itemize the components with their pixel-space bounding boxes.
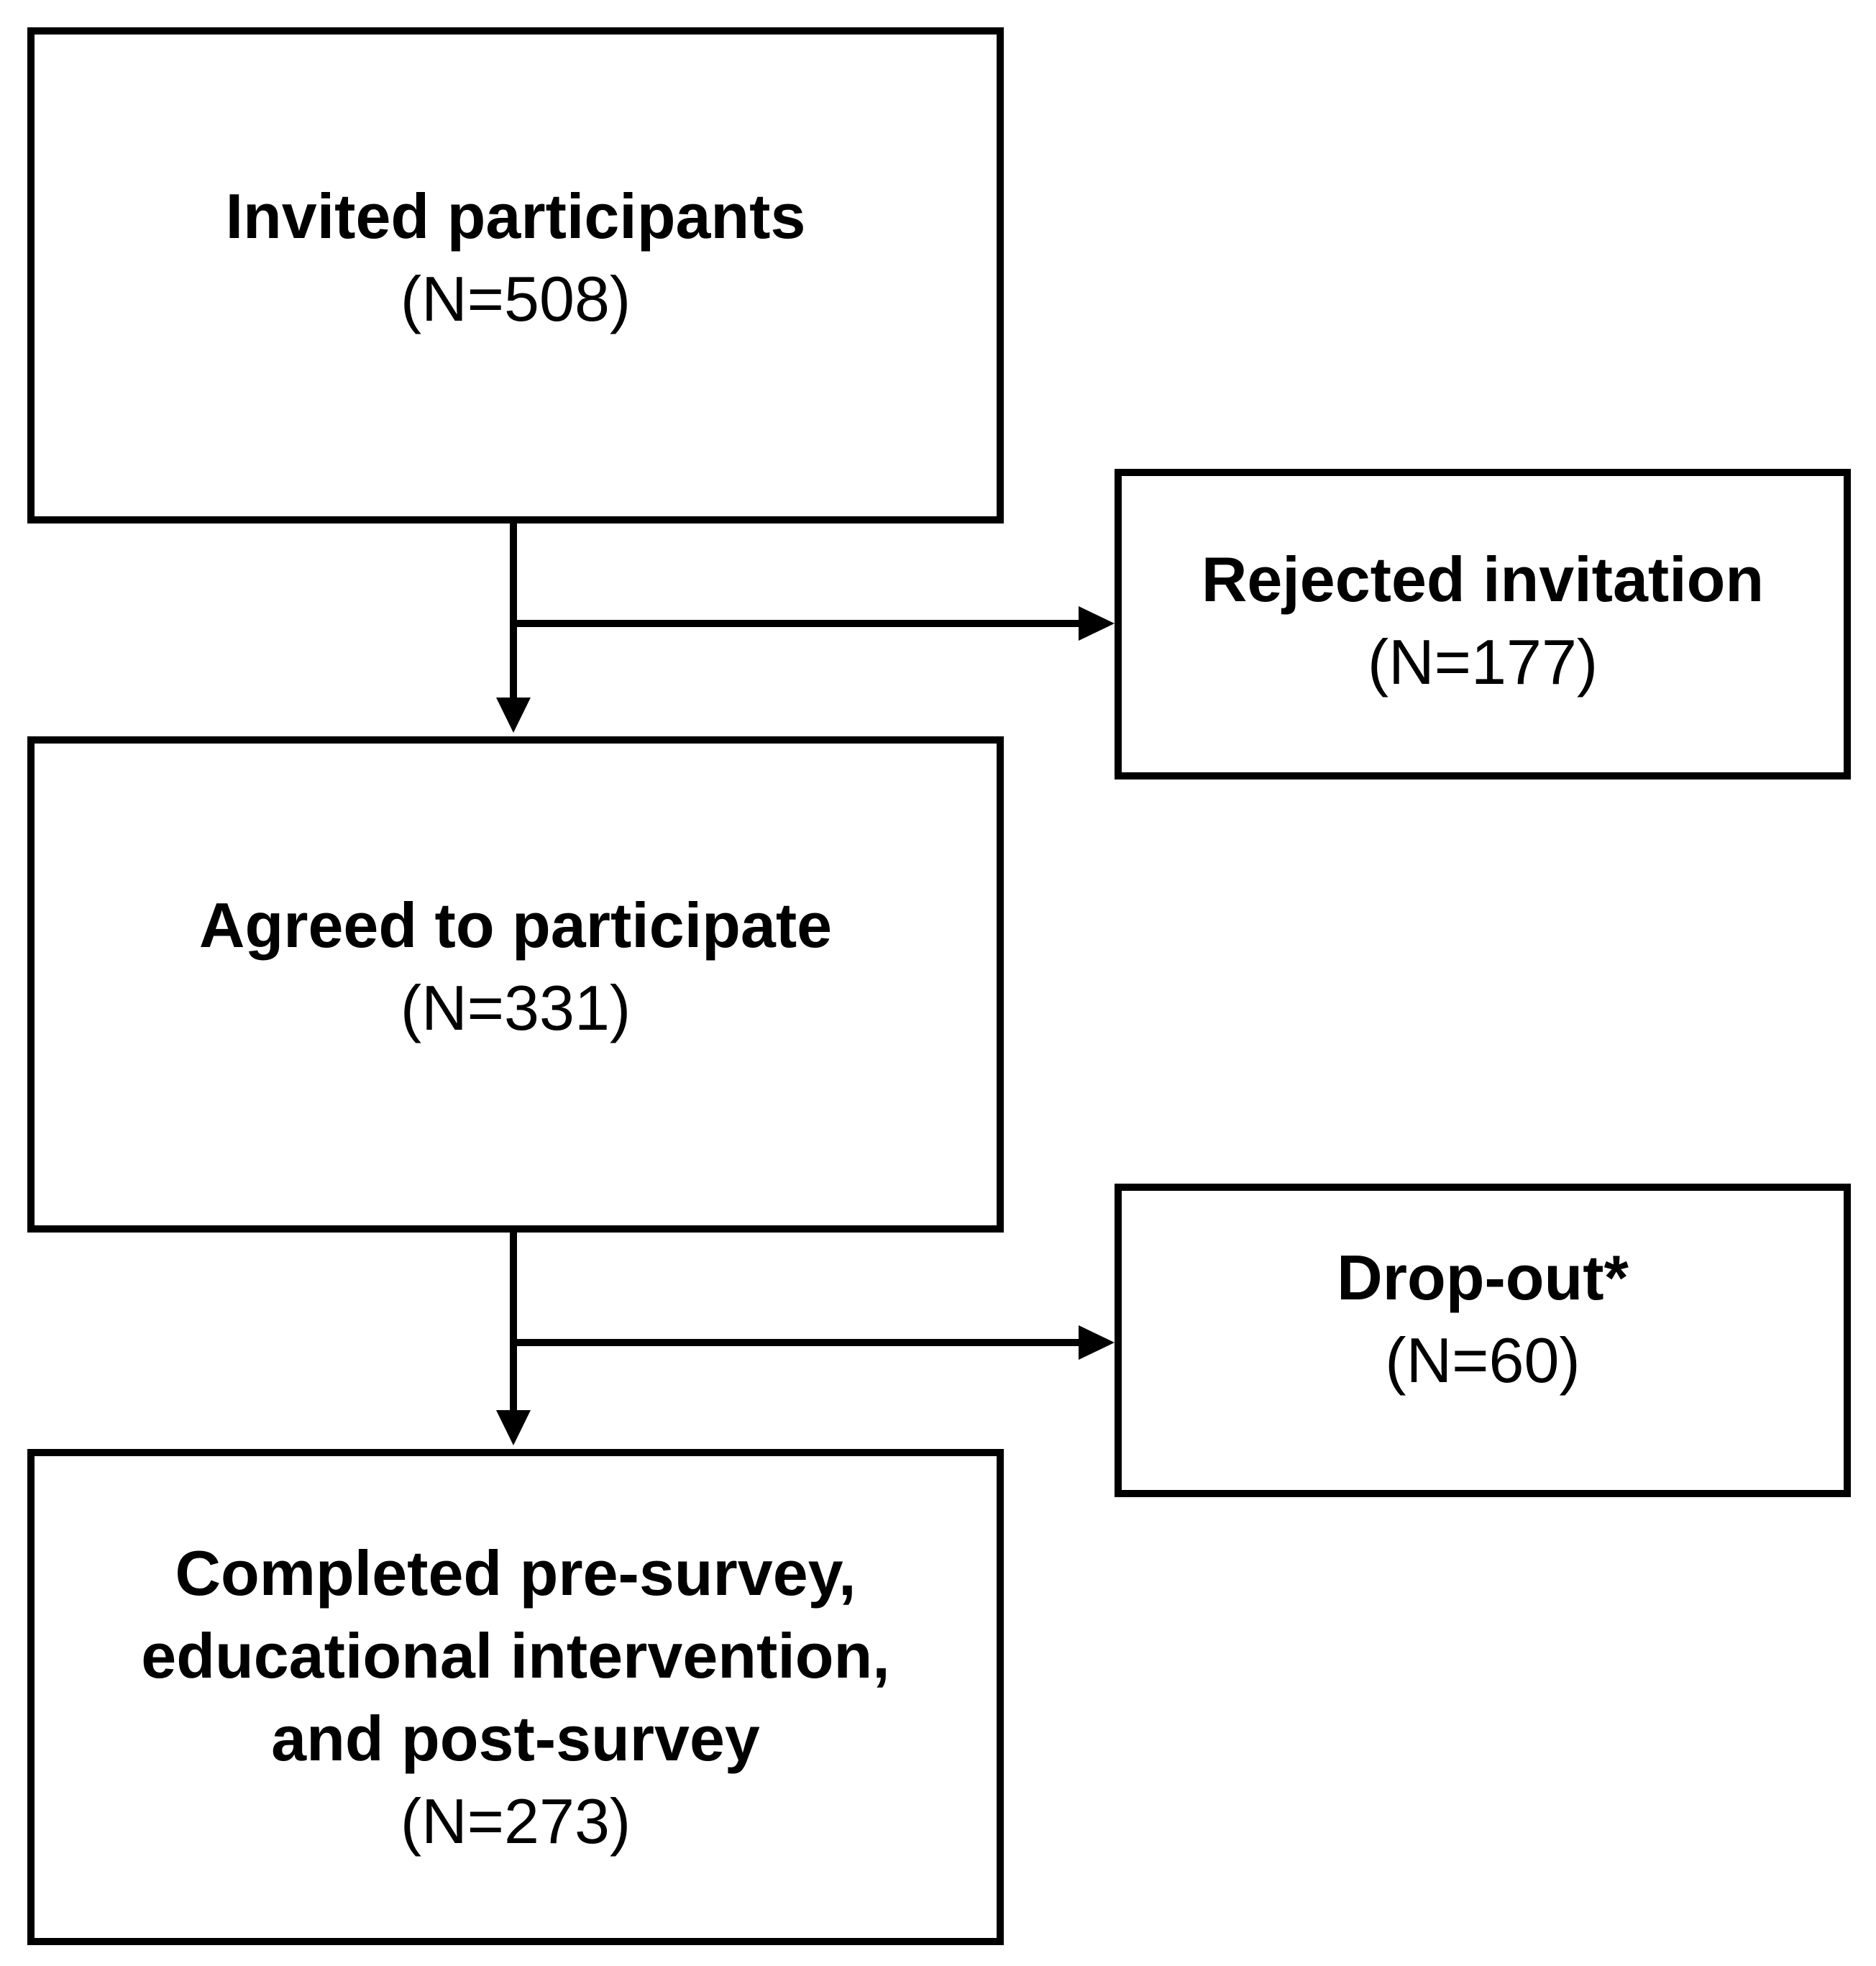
arrowhead-to-dropout <box>1079 1325 1115 1360</box>
agreed-to-participate-box: Agreed to participate (N=331) <box>27 736 1004 1233</box>
invited-participants-box: Invited participants (N=508) <box>27 27 1004 523</box>
completed-title-line-2: educational intervention, <box>141 1620 890 1691</box>
rejected-invitation-box: Rejected invitation (N=177) <box>1115 469 1851 779</box>
invited-participants-count: (N=508) <box>400 263 631 334</box>
arrowhead-to-agreed <box>496 698 531 733</box>
drop-out-count: (N=60) <box>1385 1325 1580 1396</box>
completed-title-line-3: and post-survey <box>271 1703 760 1774</box>
invited-participants-title: Invited participants <box>225 180 806 252</box>
arrowhead-to-completed <box>496 1410 531 1445</box>
rejected-invitation-title: Rejected invitation <box>1201 544 1765 615</box>
drop-out-box: Drop-out* (N=60) <box>1115 1184 1851 1497</box>
rejected-invitation-count: (N=177) <box>1367 626 1598 698</box>
completed-count: (N=273) <box>400 1786 631 1857</box>
agreed-to-participate-title: Agreed to participate <box>198 890 833 961</box>
completed-box: Completed pre-survey, educational interv… <box>27 1449 1004 1945</box>
drop-out-title: Drop-out* <box>1337 1242 1629 1313</box>
arrowhead-to-rejected <box>1079 606 1115 641</box>
agreed-to-participate-count: (N=331) <box>400 972 631 1043</box>
completed-title-line-1: Completed pre-survey, <box>175 1537 856 1609</box>
